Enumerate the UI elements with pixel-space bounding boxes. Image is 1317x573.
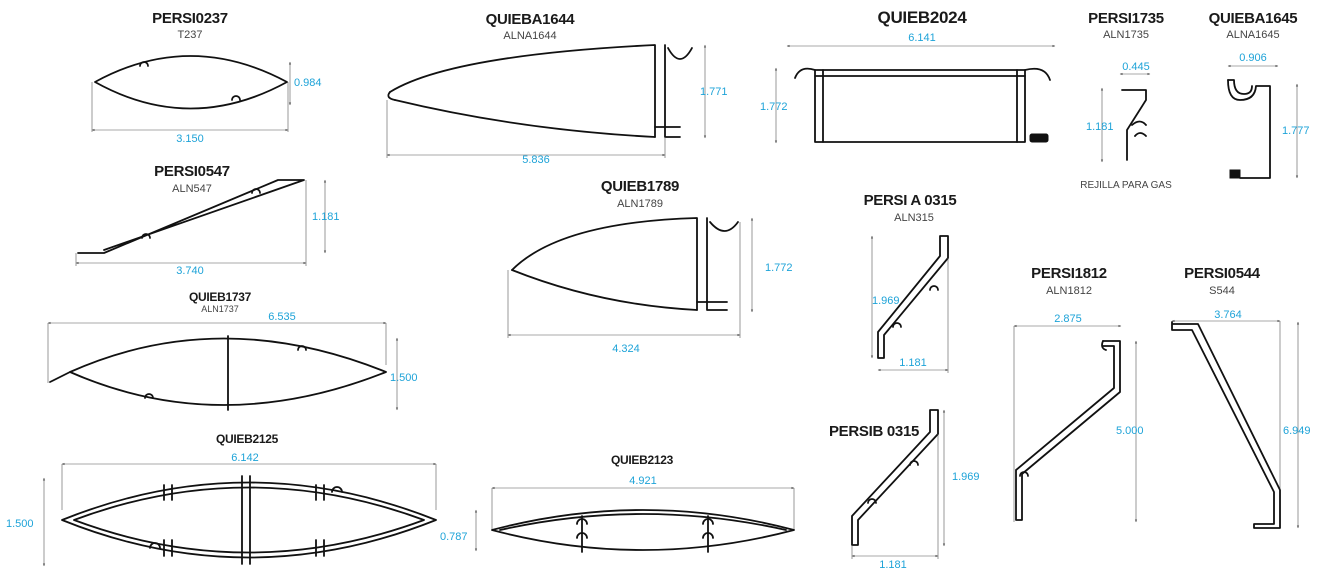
profile-title: QUIEB2123 [611, 453, 674, 467]
dimension-label: 3.740 [176, 265, 204, 277]
profile-persia0315: PERSI A 0315 ALN315 1.969 1.181 [864, 192, 957, 373]
profile-code: ALN1737 [201, 304, 239, 314]
dimension-label: 1.181 [312, 211, 340, 223]
profile-code: ALNA1644 [503, 30, 556, 42]
profile-title: QUIEBA1644 [486, 11, 576, 28]
dimension-label: 3.764 [1214, 309, 1242, 321]
dimension-label: 5.000 [1116, 425, 1144, 437]
profile-title: PERSIB 0315 [829, 423, 919, 440]
profile-code: T237 [177, 29, 202, 41]
dimension-label: 6.535 [268, 311, 296, 323]
dimension-label: 1.181 [879, 559, 907, 571]
dimension-label: 0.445 [1122, 61, 1150, 73]
profile-title: PERSI1735 [1088, 10, 1164, 27]
profile-title: QUIEB2125 [216, 432, 279, 446]
profile-title: QUIEBA1645 [1209, 10, 1298, 27]
profile-quieb2024: QUIEB2024 6.141 1.772 [760, 8, 1056, 144]
profile-quieba1644: QUIEBA1644 ALNA1644 1.771 5.836 [386, 11, 728, 166]
dimension-label: 1.500 [6, 518, 34, 530]
dimension-label: 1.969 [872, 295, 900, 307]
dimension-label: 6.141 [908, 32, 936, 44]
dimension-label: 6.949 [1283, 425, 1311, 437]
profile-title: QUIEB1789 [601, 178, 679, 195]
dimension-label: 5.836 [522, 154, 550, 166]
profile-code: ALN1789 [617, 198, 663, 210]
dimension-label: 1.772 [765, 262, 793, 274]
profile-note: REJILLA PARA GAS [1080, 180, 1172, 191]
dimension-label: 2.875 [1054, 313, 1082, 325]
dimension-label: 1.771 [700, 86, 728, 98]
profile-title: PERSI0544 [1184, 265, 1261, 282]
dimension-label: 1.181 [899, 357, 927, 369]
profile-code: ALNA1645 [1226, 29, 1279, 41]
dimension-label: 0.906 [1239, 52, 1267, 64]
profile-persib0315: PERSIB 0315 1.969 1.181 [829, 409, 980, 571]
profile-title: PERSI1812 [1031, 265, 1107, 282]
dimension-label: 3.150 [176, 133, 204, 145]
profile-title: QUIEB1737 [189, 290, 252, 304]
profile-title: PERSI0237 [152, 10, 228, 27]
profile-persi0547: PERSI0547 ALN547 1.181 3.740 [75, 163, 340, 277]
dimension-label: 6.142 [231, 452, 259, 464]
profile-title: QUIEB2024 [878, 8, 968, 27]
profile-quieb2125: QUIEB2125 6.142 1.500 [6, 432, 437, 567]
dimension-label: 1.777 [1282, 125, 1310, 137]
profile-persi0544: PERSI0544 S544 3.764 6.949 [1171, 265, 1311, 529]
dimension-label: 1.500 [390, 372, 418, 384]
dimension-label: 4.921 [629, 475, 657, 487]
profile-title: PERSI A 0315 [864, 192, 957, 209]
dimension-label: 1.969 [952, 471, 980, 483]
profile-title: PERSI0547 [154, 163, 230, 180]
profile-code: ALN315 [894, 212, 934, 224]
profile-quieb2123: QUIEB2123 4.921 0.787 [440, 453, 795, 553]
profile-code: ALN1735 [1103, 29, 1149, 41]
profile-code: ALN1812 [1046, 285, 1092, 297]
dimension-label: 4.324 [612, 343, 640, 355]
profile-persi1812: PERSI1812 ALN1812 2.875 5.000 [1013, 265, 1144, 523]
dimension-label: 1.181 [1086, 121, 1114, 133]
dimension-label: 0.984 [294, 77, 322, 89]
dimension-label: 0.787 [440, 531, 468, 543]
profile-quieb1789: QUIEB1789 ALN1789 1.772 4.324 [507, 178, 793, 355]
profile-persi0237: PERSI0237 T237 0.984 3.150 [91, 10, 322, 145]
profile-quieb1737: QUIEB1737 ALN1737 6.535 1.500 [47, 290, 418, 411]
dimension-label: 1.772 [760, 101, 788, 113]
profile-code: S544 [1209, 285, 1235, 297]
profile-code: ALN547 [172, 183, 212, 195]
profile-quieba1645: QUIEBA1645 ALNA1645 0.906 1.777 [1209, 10, 1310, 179]
profile-persi1735: PERSI1735 ALN1735 0.445 1.181 REJILLA PA… [1080, 10, 1172, 191]
